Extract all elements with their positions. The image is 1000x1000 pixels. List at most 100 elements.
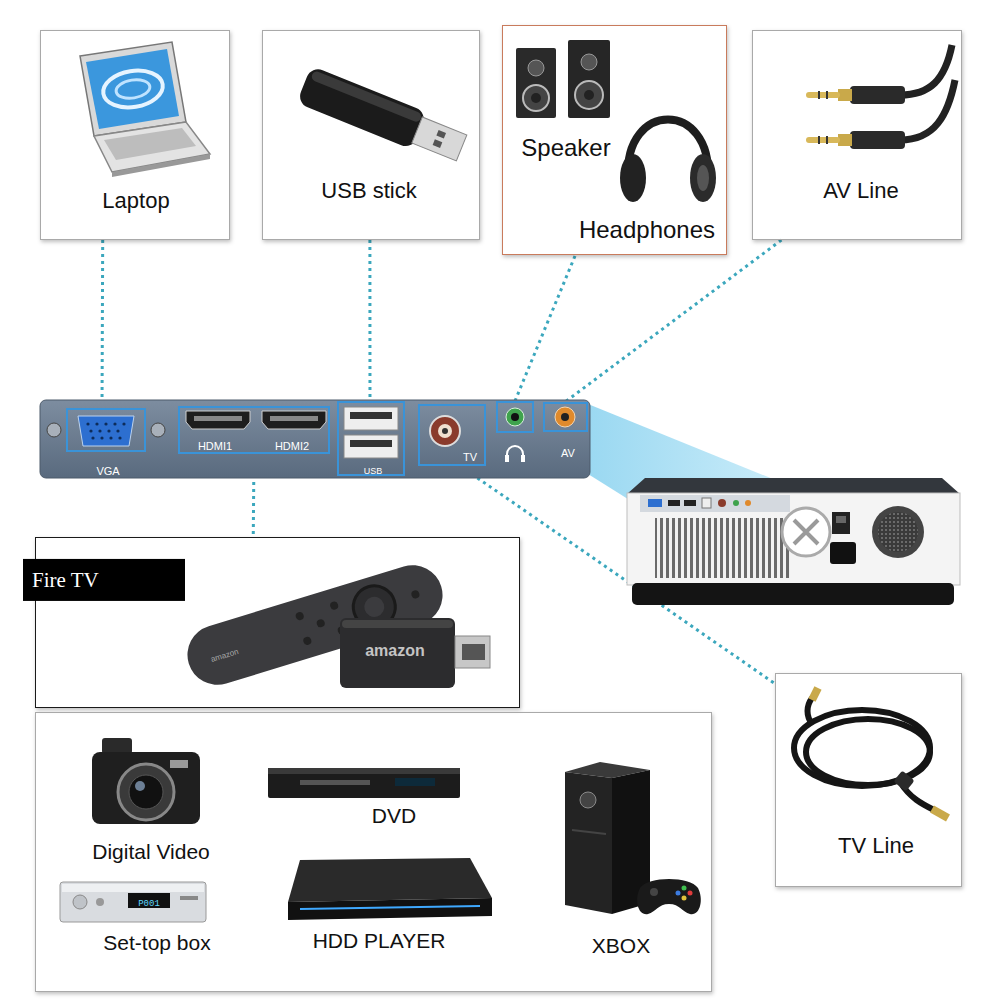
projector-picture xyxy=(627,493,960,585)
headphones-picture xyxy=(697,165,709,191)
projector-picture xyxy=(668,500,680,506)
text-holder: AV xyxy=(561,443,575,461)
audio-cable-picture xyxy=(826,91,828,99)
title-tag: Fire TV xyxy=(23,559,185,601)
speaker-picture xyxy=(516,48,556,118)
camera-picture xyxy=(102,738,132,754)
coax-cable-picture xyxy=(794,698,934,810)
io-panel xyxy=(561,413,569,421)
set-top-box-picture xyxy=(73,895,87,909)
streaming-stick-picture xyxy=(340,618,455,688)
projector-picture xyxy=(733,500,739,506)
camera-picture xyxy=(118,764,174,820)
text-holder: HDMI2 xyxy=(275,436,309,454)
io-panel xyxy=(521,455,525,462)
streaming-stick-picture xyxy=(462,644,485,660)
node-label: Digital Video xyxy=(92,840,210,864)
text-holder: XBOX xyxy=(592,934,650,958)
hdd-player-picture xyxy=(300,906,480,909)
io-panel xyxy=(98,429,101,432)
speaker-picture xyxy=(581,54,597,70)
io-panel xyxy=(430,416,460,446)
camera-picture xyxy=(92,752,200,824)
io-panel xyxy=(555,407,575,427)
remote-picture xyxy=(295,611,305,621)
io-panel xyxy=(113,422,116,425)
light-beam xyxy=(588,404,800,516)
av-port: AV xyxy=(543,402,588,432)
audio-cable-picture xyxy=(838,89,852,101)
device-box: Laptop xyxy=(40,30,230,240)
text-holder: Set-top box xyxy=(103,931,210,955)
node-label: Set-top box xyxy=(103,931,210,955)
text-holder: USB xyxy=(364,460,383,478)
coax-cable-picture xyxy=(794,710,930,786)
label-holder: P001 xyxy=(138,892,160,910)
node-label: DVD xyxy=(372,804,416,828)
projector-picture xyxy=(794,520,818,544)
usb-stick-picture xyxy=(436,130,446,139)
set-top-box-picture xyxy=(96,898,104,906)
node-label: HDMI1 xyxy=(198,440,232,453)
text-holder: TV xyxy=(463,447,477,465)
io-panel xyxy=(86,422,125,439)
game-console-picture xyxy=(580,792,596,808)
streaming-box: Fire TV xyxy=(35,537,520,708)
projector-picture xyxy=(872,506,924,558)
coax-cable-picture xyxy=(932,809,948,818)
set-top-box-picture xyxy=(60,882,206,922)
io-panel xyxy=(186,411,250,429)
laptop-picture xyxy=(94,122,210,172)
laptop-picture xyxy=(86,49,179,129)
usb-stick-picture xyxy=(310,70,422,123)
node-label: Laptop xyxy=(102,188,169,213)
io-panel xyxy=(442,428,448,434)
set-top-box-picture xyxy=(62,884,204,892)
projector-picture xyxy=(655,518,790,578)
dvd-player-picture xyxy=(268,768,460,798)
node-label: HDD PLAYER xyxy=(313,929,446,953)
text-holder: Laptop xyxy=(102,188,169,213)
io-panel xyxy=(350,412,392,419)
coax-cable-picture xyxy=(808,698,813,724)
io-panel xyxy=(511,413,519,421)
game-console-picture xyxy=(688,891,693,896)
speaker-picture xyxy=(568,40,610,118)
coax-cable-picture xyxy=(812,688,818,700)
coax-cable-picture xyxy=(893,770,914,791)
device-box: AV Line xyxy=(752,30,962,240)
text-holder: Digital Video xyxy=(92,840,210,864)
game-console-picture xyxy=(650,888,658,896)
set-top-box-picture xyxy=(128,893,170,908)
audio-cable-picture xyxy=(838,134,852,146)
audio-cable-picture xyxy=(850,86,905,104)
dvd-player-picture xyxy=(268,768,460,798)
audio-cable-picture xyxy=(900,80,955,140)
projector-picture xyxy=(878,512,918,552)
text-holder: DVD xyxy=(372,804,416,828)
game-console-picture xyxy=(637,879,701,914)
speaker-picture xyxy=(516,40,610,118)
printed-mark: amazon xyxy=(365,642,425,660)
devices-box: DVD Digital VideoSet-top box HDD PLAYER XBO… xyxy=(35,712,712,992)
audio-cable-picture xyxy=(806,92,840,98)
device-box: USB stick xyxy=(262,30,480,240)
projector-picture xyxy=(830,542,856,564)
hdd-player-picture xyxy=(288,858,492,902)
remote-picture xyxy=(410,589,420,599)
projector-picture xyxy=(782,508,830,556)
streaming-stick-picture xyxy=(342,620,453,628)
projector-picture xyxy=(702,498,711,508)
tv-port: TV xyxy=(418,404,486,466)
remote-picture xyxy=(329,601,339,611)
vga-port: VGA xyxy=(66,408,146,452)
game-console-picture xyxy=(682,896,687,901)
projector-picture xyxy=(718,499,726,507)
projector-picture xyxy=(684,500,696,506)
io-panel xyxy=(116,429,119,432)
io-panel xyxy=(270,416,318,421)
projector-picture xyxy=(627,478,960,605)
printed-mark: amazon xyxy=(210,647,240,664)
io-panel xyxy=(104,422,107,425)
